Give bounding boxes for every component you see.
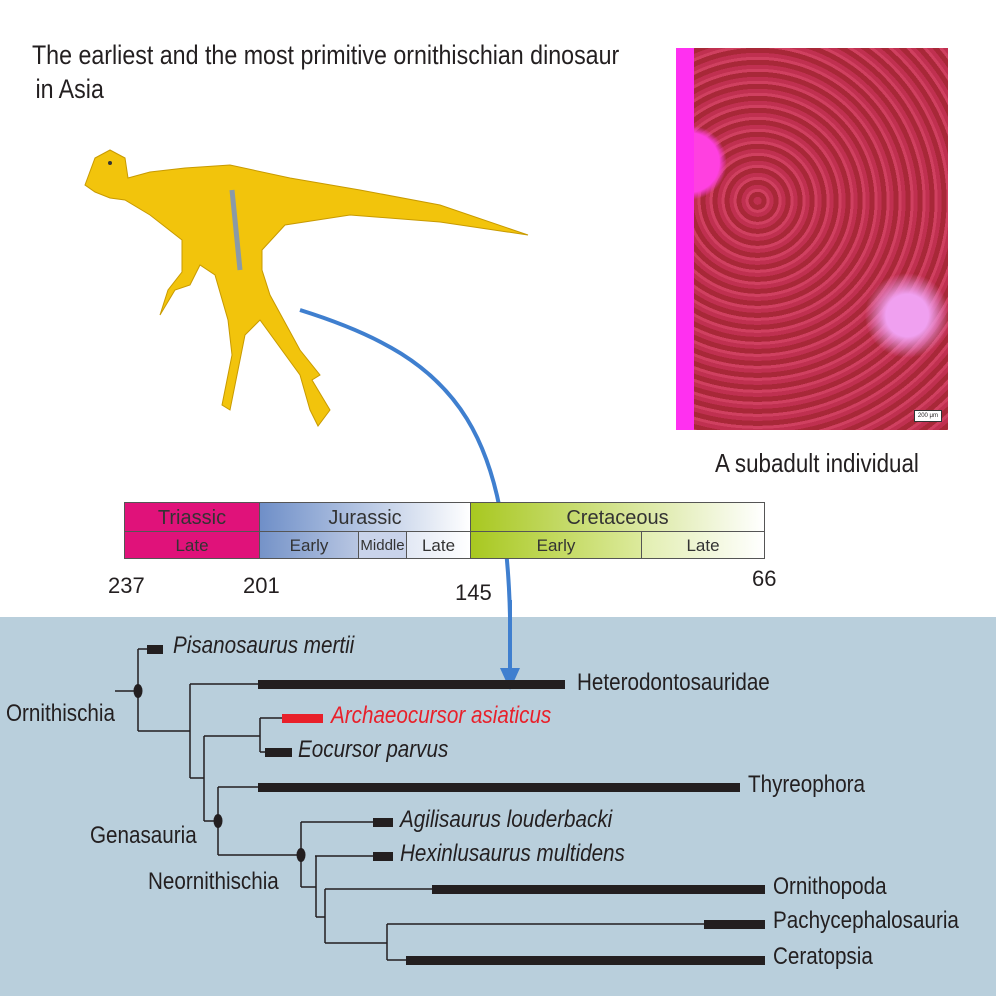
clade-ornithischia: Ornithischia — [6, 700, 115, 727]
epoch-early-cretaceous: Early — [470, 531, 642, 559]
taxon-thyreophora: Thyreophora — [748, 771, 866, 798]
arrow — [299, 308, 513, 671]
epoch-late-cretaceous: Late — [641, 531, 765, 559]
tick-237: 237 — [108, 573, 145, 598]
taxon-heterodontosauridae: Heterodontosauridae — [577, 669, 770, 696]
period-jurassic: Jurassic — [259, 502, 471, 532]
epoch-late-jurassic: Late — [406, 531, 471, 559]
clade-genasauria: Genasauria — [90, 822, 197, 849]
scale-bar: 200 μm — [913, 410, 942, 422]
epoch-early-jurassic: Early — [259, 531, 359, 559]
tick-145: 145 — [455, 580, 492, 605]
tick-201: 201 — [243, 573, 280, 598]
histology-caption: A subadult individual — [715, 448, 919, 478]
taxon-eocursor: Eocursor parvus — [298, 736, 449, 763]
taxon-ornithopoda: Ornithopoda — [773, 873, 887, 900]
epoch-late-triassic: Late — [124, 531, 260, 559]
taxon-ceratopsia: Ceratopsia — [773, 943, 873, 970]
clade-neornithischia: Neornithischia — [148, 868, 279, 895]
tick-66: 66 — [752, 566, 777, 591]
taxon-archaeocursor: Archaeocursor asiaticus — [331, 702, 552, 729]
taxon-pisanosaurus: Pisanosaurus mertii — [173, 632, 355, 659]
taxon-hexinlusaurus: Hexinlusaurus multidens — [400, 840, 625, 867]
headline: The earliest and the most primitive orni… — [32, 40, 620, 104]
taxon-pachycephalosauria: Pachycephalosauria — [773, 907, 959, 934]
taxon-agilisaurus: Agilisaurus louderbacki — [400, 806, 613, 833]
period-cretaceous: Cretaceous — [470, 502, 765, 532]
epoch-middle-jurassic: Middle — [358, 531, 407, 559]
bone-histology-image: 200 μm — [676, 48, 948, 430]
